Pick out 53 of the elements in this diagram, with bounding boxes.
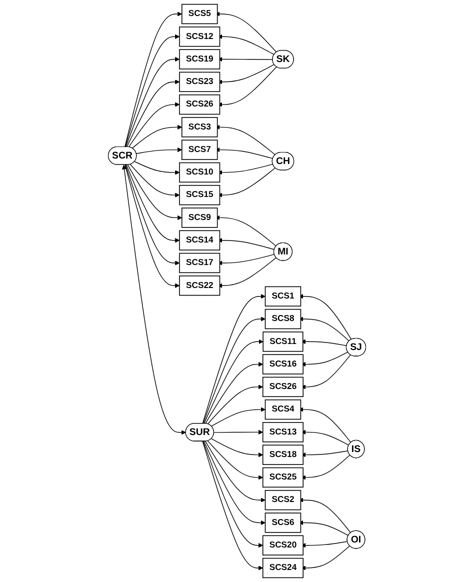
arrow	[202, 294, 266, 424]
arrow	[128, 102, 180, 148]
arrow	[207, 384, 264, 424]
node-box: SCS19	[179, 49, 220, 70]
arrow	[125, 164, 180, 266]
arrow	[204, 339, 264, 424]
arrow	[202, 316, 266, 424]
arrow	[124, 164, 180, 288]
node-box: SCS26	[262, 376, 304, 398]
node-box: SCS16	[262, 354, 304, 374]
arrow	[211, 407, 266, 427]
node-box: SCS15	[179, 184, 220, 206]
arrow	[126, 56, 180, 148]
node-box: SCS9	[182, 208, 218, 228]
arrow	[207, 440, 264, 480]
node-box: SCS23	[179, 72, 220, 92]
node-box: SCS10	[179, 162, 220, 183]
node-box: SCS26	[179, 94, 220, 115]
arrow	[202, 441, 264, 570]
arrow	[204, 441, 266, 526]
arrow	[124, 12, 182, 148]
arrow	[134, 161, 180, 175]
node-box: SCS1	[264, 286, 302, 306]
arrow	[205, 362, 264, 424]
arrow	[214, 430, 264, 435]
arrow	[205, 440, 266, 502]
node-box: SCS7	[182, 140, 218, 160]
node-box: SCS6	[264, 512, 302, 533]
arrow	[124, 34, 180, 148]
arrow	[130, 164, 180, 198]
node-box: SCS8	[264, 308, 302, 330]
node-box: SCS24	[262, 558, 304, 578]
node-box: SCS2	[264, 490, 302, 510]
arrow	[126, 80, 180, 148]
node-box: SCS11	[262, 332, 304, 352]
node-box: SCS25	[262, 467, 304, 488]
arrow	[211, 438, 264, 458]
node-box: SCS20	[262, 535, 304, 556]
arrow	[136, 147, 182, 154]
node-box: SCS5	[182, 4, 218, 24]
arrow	[122, 164, 186, 435]
arrow	[132, 124, 182, 149]
node-box: SCS4	[264, 399, 302, 420]
arrow	[202, 441, 264, 548]
node-box: SCS22	[179, 276, 220, 296]
node-box: SCS17	[179, 252, 220, 274]
arrow	[127, 164, 182, 220]
node-box: SCS3	[182, 117, 218, 138]
node-box: SCS14	[179, 230, 220, 250]
node-box: SCS13	[262, 422, 304, 442]
node-box: SCS18	[262, 444, 304, 465]
arrow	[126, 164, 180, 243]
node-box: SCS12	[179, 26, 220, 47]
